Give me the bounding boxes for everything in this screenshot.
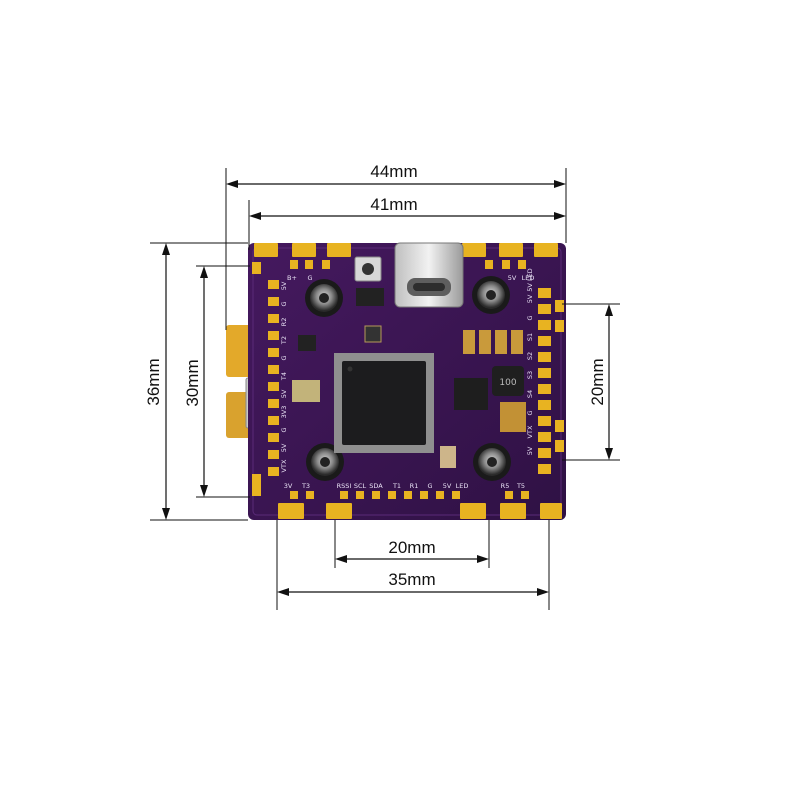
silk-top-label-0: B+ bbox=[287, 274, 297, 282]
label-44mm: 44mm bbox=[370, 162, 417, 181]
crystal bbox=[292, 380, 320, 402]
silk-left-label-7: 3V3 bbox=[280, 406, 288, 419]
silk-bottom-label-4: SDA bbox=[369, 482, 383, 490]
dimension-right-mount: 20mm bbox=[562, 303, 620, 461]
silk-bottom-label-8: 5V bbox=[443, 482, 452, 490]
label-41mm: 41mm bbox=[370, 195, 417, 214]
silk-bottom-label-10: R5 bbox=[501, 482, 510, 490]
dimension-pin-height: 30mm bbox=[183, 265, 250, 498]
silk-right-label-2: G bbox=[526, 315, 534, 320]
silk-left-label-5: T4 bbox=[280, 372, 288, 381]
silk-bottom-label-2: RSSI bbox=[337, 482, 352, 490]
silk-top-label-2: 5V bbox=[508, 274, 517, 282]
silk-bottom-label-0: 3V bbox=[284, 482, 293, 490]
silk-right-label-3: S1 bbox=[526, 333, 534, 341]
silk-right-label-8: VTX bbox=[526, 425, 534, 438]
label-35mm: 35mm bbox=[388, 570, 435, 589]
dimension-bottom-mount: 20mm bbox=[334, 520, 490, 568]
left-connector-tab bbox=[226, 325, 252, 377]
silk-left-label-0: 5V bbox=[280, 281, 288, 290]
silk-right-label-9: 5V bbox=[526, 446, 534, 455]
dimension-overall-width: 44mm bbox=[225, 162, 567, 330]
silk-right-label-1: 5V bbox=[526, 294, 534, 303]
inductor bbox=[492, 366, 524, 396]
silk-bottom-label-1: T3 bbox=[301, 482, 310, 490]
top-pads bbox=[254, 243, 558, 269]
silk-bottom-label-11: T5 bbox=[516, 482, 525, 490]
silk-left-label-4: G bbox=[280, 355, 288, 360]
regulator-chip bbox=[356, 288, 384, 306]
silk-left-label-10: VTX bbox=[280, 459, 288, 472]
osd-chip bbox=[454, 378, 488, 410]
silk-left-label-9: 5V bbox=[280, 443, 288, 452]
mount-holes bbox=[305, 276, 511, 481]
label-36mm: 36mm bbox=[144, 358, 163, 405]
silk-right-label-4: S2 bbox=[526, 352, 534, 360]
silk-left-label-8: G bbox=[280, 427, 288, 432]
label-20mm-bottom: 20mm bbox=[388, 538, 435, 557]
silk-left-label-6: 5V bbox=[280, 389, 288, 398]
label-30mm: 30mm bbox=[183, 359, 202, 406]
baro-chip bbox=[364, 325, 382, 343]
silk-top-label-1: G bbox=[307, 274, 312, 282]
mcu-chip bbox=[334, 353, 434, 453]
dimension-overall-height: 36mm bbox=[144, 242, 248, 521]
silk-right-label-6: S4 bbox=[526, 390, 534, 398]
capacitors bbox=[440, 330, 526, 468]
bottom-pads bbox=[278, 491, 562, 519]
silk-top-label-3: LED bbox=[522, 274, 535, 282]
right-pads bbox=[538, 288, 564, 474]
silk-left-label-3: T2 bbox=[280, 336, 288, 345]
silk-bottom-label-6: R1 bbox=[410, 482, 419, 490]
silk-right-label-0: 5V LED bbox=[526, 268, 534, 291]
silk-left-label-1: G bbox=[280, 301, 288, 306]
small-ic bbox=[298, 335, 316, 351]
usb-c-connector bbox=[394, 242, 464, 308]
left-pads bbox=[252, 262, 279, 496]
silk-bottom-label-9: LED bbox=[456, 482, 469, 490]
silk-bottom-label-5: T1 bbox=[392, 482, 401, 490]
dimension-board-width: 41mm bbox=[248, 195, 566, 250]
silk-right-label-7: G bbox=[526, 410, 534, 415]
boot-button-cap bbox=[362, 263, 374, 275]
silk-bottom-label-7: G bbox=[427, 482, 432, 490]
label-20mm-right: 20mm bbox=[588, 358, 607, 405]
silk-left-label-2: R2 bbox=[280, 318, 288, 327]
silk-bottom-label-3: SCL bbox=[354, 482, 367, 490]
inductor-label: 100 bbox=[499, 378, 516, 388]
silk-labels-top: B+ G 5V LED bbox=[287, 274, 534, 282]
silk-right-label-5: S3 bbox=[526, 371, 534, 379]
dimension-bottom-width: 35mm bbox=[276, 520, 550, 610]
